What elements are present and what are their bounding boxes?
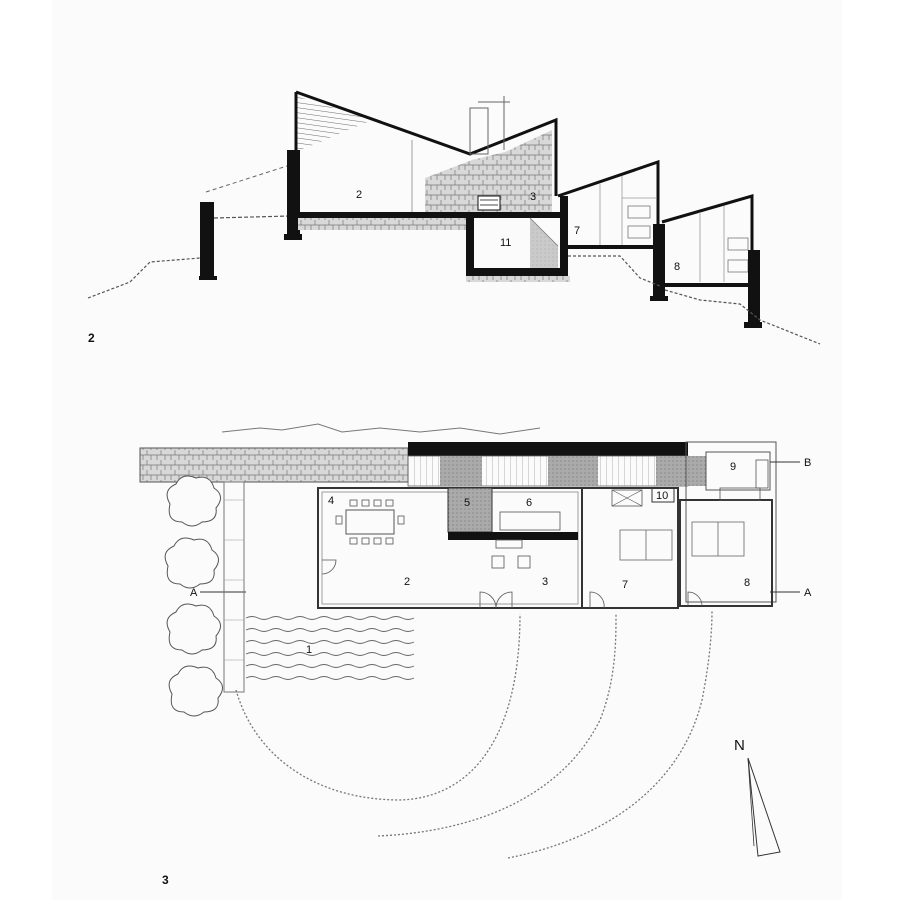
section-label-2: 2 [356,189,362,201]
figure-number-section: 2 [88,331,95,345]
section-mark-a-left: A [190,587,198,599]
section-label-11: 11 [500,237,511,249]
plan-drawing [139,423,800,859]
plan-label-6: 6 [526,497,532,509]
north-arrow-label: N [734,737,745,754]
plan-label-7: 7 [622,579,628,591]
section-mark-a-right: A [804,587,812,599]
plan-label-3: 3 [542,576,548,588]
plan-label-9: 9 [730,461,736,473]
section-label-7: 7 [574,225,580,237]
plan-label-8: 8 [744,577,750,589]
plan-label-5: 5 [464,497,470,509]
plan-label-2: 2 [404,576,410,588]
plan-label-1: 1 [306,644,312,656]
section-mark-b-right: B [804,457,811,469]
section-label-8: 8 [674,261,680,273]
section-drawing [87,90,821,345]
figure-number-plan: 3 [162,873,169,887]
plan-label-4: 4 [328,495,334,507]
plan-label-10: 10 [656,490,668,502]
section-label-3: 3 [530,191,536,203]
